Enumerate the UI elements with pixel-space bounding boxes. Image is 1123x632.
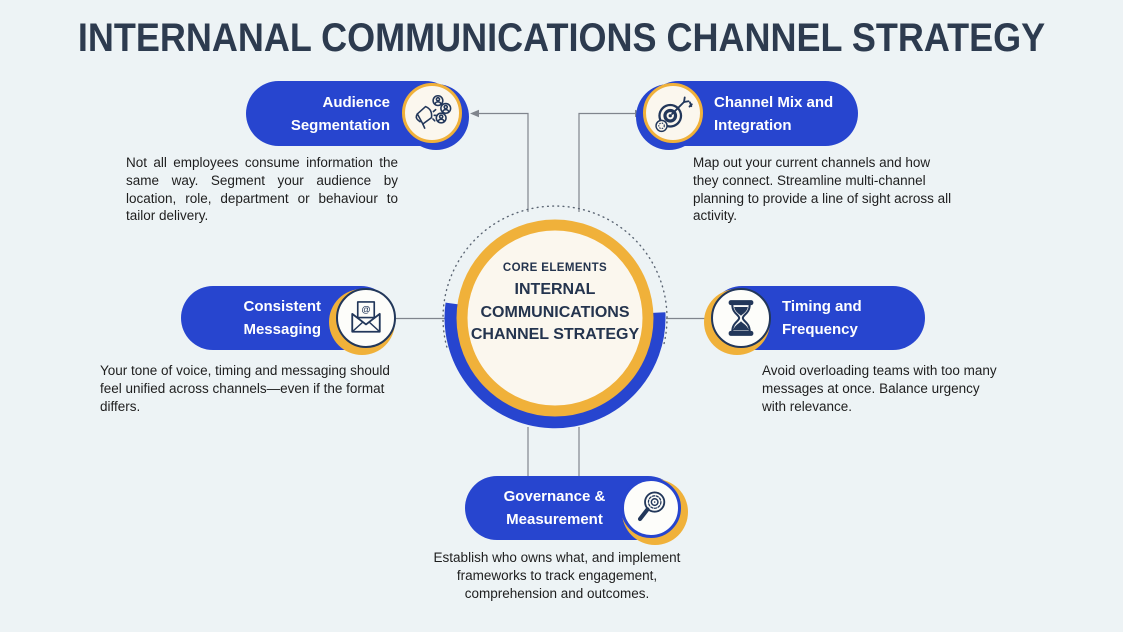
node-label: Channel Mix and Integration: [714, 93, 834, 134]
audience-icon-circle: [402, 83, 462, 143]
core-eyebrow: CORE ELEMENTS: [502, 262, 608, 274]
timing-icon-circle: [711, 288, 771, 348]
core-text: CORE ELEMENTS INTERNAL COMMUNICATIONS CH…: [455, 262, 655, 347]
target-dart-icon: [655, 96, 693, 133]
core-circle: [442, 205, 668, 429]
node-label: Timing and Frequency: [782, 298, 862, 338]
node-label: Audience Segmentation: [290, 93, 390, 134]
core-label: INTERNAL COMMUNICATIONS CHANNEL STRATEGY: [470, 281, 640, 344]
core-blue-arc: [444, 302, 666, 429]
magnifier-gear-icon: [637, 491, 666, 522]
node-label: Consistent Messaging: [243, 298, 321, 338]
node-label: Governance & Measurement: [503, 488, 606, 528]
connector-top-right: [578, 112, 636, 212]
description-messaging: Your tone of voice, timing and messaging…: [100, 363, 390, 414]
hourglass-icon: [728, 300, 754, 336]
channel-mix-icon-circle: [643, 83, 703, 143]
megaphone-audience-icon: [415, 94, 452, 129]
envelope-at-icon: @: [351, 301, 381, 333]
arrowhead-left: [470, 109, 479, 118]
description-audience: Not all employees consume information th…: [126, 155, 398, 224]
description-timing: Avoid overloading teams with too many me…: [762, 363, 997, 414]
description-governance: Establish who owns what, and implement f…: [433, 550, 681, 601]
messaging-icon-circle: @: [336, 288, 396, 348]
connector-top-left: [478, 112, 529, 212]
governance-icon-circle: [621, 478, 681, 538]
page-title: INTERNANAL COMMUNICATIONS CHANNEL STRATE…: [77, 16, 1046, 60]
core-dotted-arc: [442, 205, 668, 348]
svg-text:@: @: [362, 305, 371, 315]
core-yellow-ring: [456, 219, 654, 417]
description-channel-mix: Map out your current channels and how th…: [693, 155, 952, 224]
